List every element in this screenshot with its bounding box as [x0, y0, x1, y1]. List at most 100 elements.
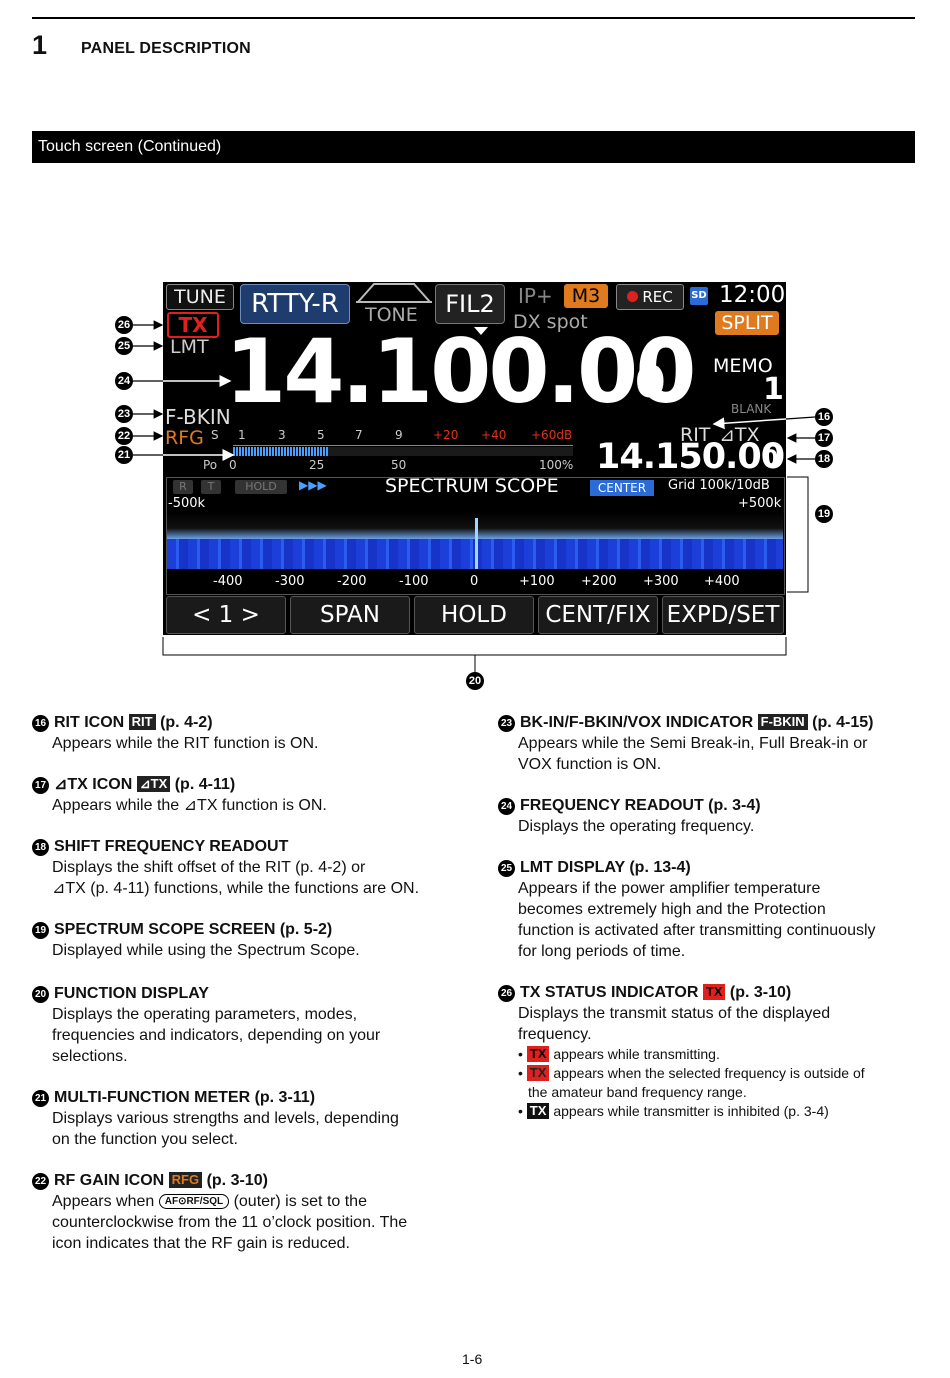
scope-title: SPECTRUM SCOPE	[385, 475, 559, 497]
meter-s-tick: 7	[355, 428, 363, 442]
meter-po-label: Po	[203, 458, 218, 472]
scope-flag-t: T	[201, 480, 221, 494]
softkey-hold[interactable]: HOLD	[414, 596, 534, 634]
meter-po-tick: 25	[309, 458, 325, 472]
scope-speed-icon: ▶▶▶	[299, 478, 327, 492]
fbkin-indicator: F-BKIN	[165, 405, 231, 429]
callout-24: 24	[115, 372, 133, 390]
meter-plus-tick: +40	[481, 428, 507, 442]
softkey-expd-set[interactable]: EXPD/SET	[662, 596, 784, 634]
rec-label: REC	[642, 288, 673, 306]
scope-flag-hold: HOLD	[235, 480, 287, 494]
callout-26: 26	[115, 316, 133, 334]
scope-span-low: -500k	[168, 496, 206, 511]
rf-gain-icon: RFG	[165, 427, 204, 449]
rit-icon: RIT	[680, 424, 711, 446]
tx-status-indicator: TX	[167, 312, 219, 338]
scope-tick: +100	[519, 574, 555, 589]
callout-25: 25	[115, 337, 133, 355]
scope-tick: -100	[399, 574, 429, 589]
delta-tx-icon: ⊿TX	[719, 424, 760, 446]
memory-badge: M3	[564, 284, 608, 308]
meter-s-tick: 9	[395, 428, 403, 442]
chapter-number: 1	[32, 30, 48, 60]
tune-button[interactable]: TUNE	[166, 284, 234, 310]
record-icon	[627, 291, 639, 302]
meter-po-tick: 50	[391, 458, 407, 472]
filter-button[interactable]: FIL2	[435, 284, 505, 324]
meter-fill	[233, 447, 329, 456]
delta-tx-icon: ⊿TX	[136, 776, 171, 792]
memo-label: MEMO	[713, 355, 773, 377]
scope-tick: -200	[337, 574, 367, 589]
scope-tick: -400	[213, 574, 243, 589]
rit-icon: RIT	[128, 714, 156, 730]
callout-21: 21	[115, 446, 133, 464]
shift-frequency-readout: 14.150.00	[596, 437, 785, 477]
scope-span-high: +500k	[738, 496, 782, 511]
callout-19: 19	[815, 505, 833, 523]
spectrum-scope-screen[interactable]	[166, 477, 785, 595]
rf-gain-icon: RFG	[168, 1172, 203, 1188]
callout-20: 20	[466, 672, 484, 690]
callout-17: 17	[815, 429, 833, 447]
section-title: Touch screen (Continued)	[38, 138, 222, 155]
tx-inhibited-icon: TX	[526, 1103, 550, 1119]
softkey-page[interactable]: < 1 >	[166, 596, 286, 634]
lmt-display: LMT	[170, 336, 209, 358]
frequency-readout-last-digit: 0	[635, 357, 666, 408]
fbkin-icon: F-BKIN	[757, 714, 808, 730]
mode-button[interactable]: RTTY-R	[240, 284, 350, 324]
ip-plus-indicator: IP+	[518, 284, 553, 308]
waterfall-center-signal	[475, 518, 478, 569]
scope-tick: +300	[643, 574, 679, 589]
meter-scale-line	[233, 445, 573, 446]
callout-23: 23	[115, 405, 133, 423]
frequency-readout[interactable]: 14.100.00	[225, 320, 696, 423]
callout-18: 18	[815, 450, 833, 468]
meter-po-tick: 100%	[539, 458, 574, 472]
softkey-span[interactable]: SPAN	[290, 596, 410, 634]
tx-transmitting-icon: TX	[526, 1046, 550, 1062]
scope-tick: 0	[470, 574, 479, 589]
item-delta-tx-icon: 17⊿TX ICON ⊿TX (p. 4-11) Appears while t…	[32, 774, 442, 816]
multi-function-meter	[233, 447, 573, 456]
meter-s-tick: 3	[278, 428, 286, 442]
clock: 12:00	[719, 282, 786, 308]
sd-card-icon: SD	[690, 287, 708, 305]
tx-status-icon: TX	[702, 984, 726, 1000]
section-title-bar: Touch screen (Continued)	[32, 131, 915, 163]
softkey-cent-fix[interactable]: CENT/FIX	[538, 596, 658, 634]
meter-s-tick: 1	[238, 428, 246, 442]
top-rule	[32, 17, 915, 19]
page-number: 1-6	[462, 1351, 483, 1367]
chapter-title: PANEL DESCRIPTION	[81, 40, 251, 57]
tx-out-of-band-icon: TX	[526, 1065, 550, 1081]
meter-plus-tick: +20	[433, 428, 459, 442]
shift-frequency-last-digit: 0	[763, 447, 779, 472]
callout-16: 16	[815, 408, 833, 426]
meter-s-label: S	[211, 428, 219, 442]
split-indicator: SPLIT	[715, 311, 779, 335]
scope-center-mode: CENTER	[590, 480, 654, 496]
tone-label: TONE	[365, 304, 418, 326]
scope-grid-info: Grid 100k/10dB	[668, 478, 770, 493]
af-rf-sql-knob-icon: AF⊙RF/SQL	[158, 1194, 230, 1209]
meter-s-tick: 5	[317, 428, 325, 442]
callout-leaders	[133, 320, 816, 672]
meter-plus-tick: +60dB	[531, 428, 573, 442]
tuning-step-marker-icon	[474, 327, 488, 335]
dx-spot-label: DX spot	[513, 311, 588, 333]
scope-flag-r: R	[173, 480, 193, 494]
rec-button[interactable]: REC	[616, 284, 684, 310]
memo-blank: BLANK	[731, 402, 772, 416]
scope-tick: +400	[704, 574, 740, 589]
meter-po-tick: 0	[229, 458, 237, 472]
